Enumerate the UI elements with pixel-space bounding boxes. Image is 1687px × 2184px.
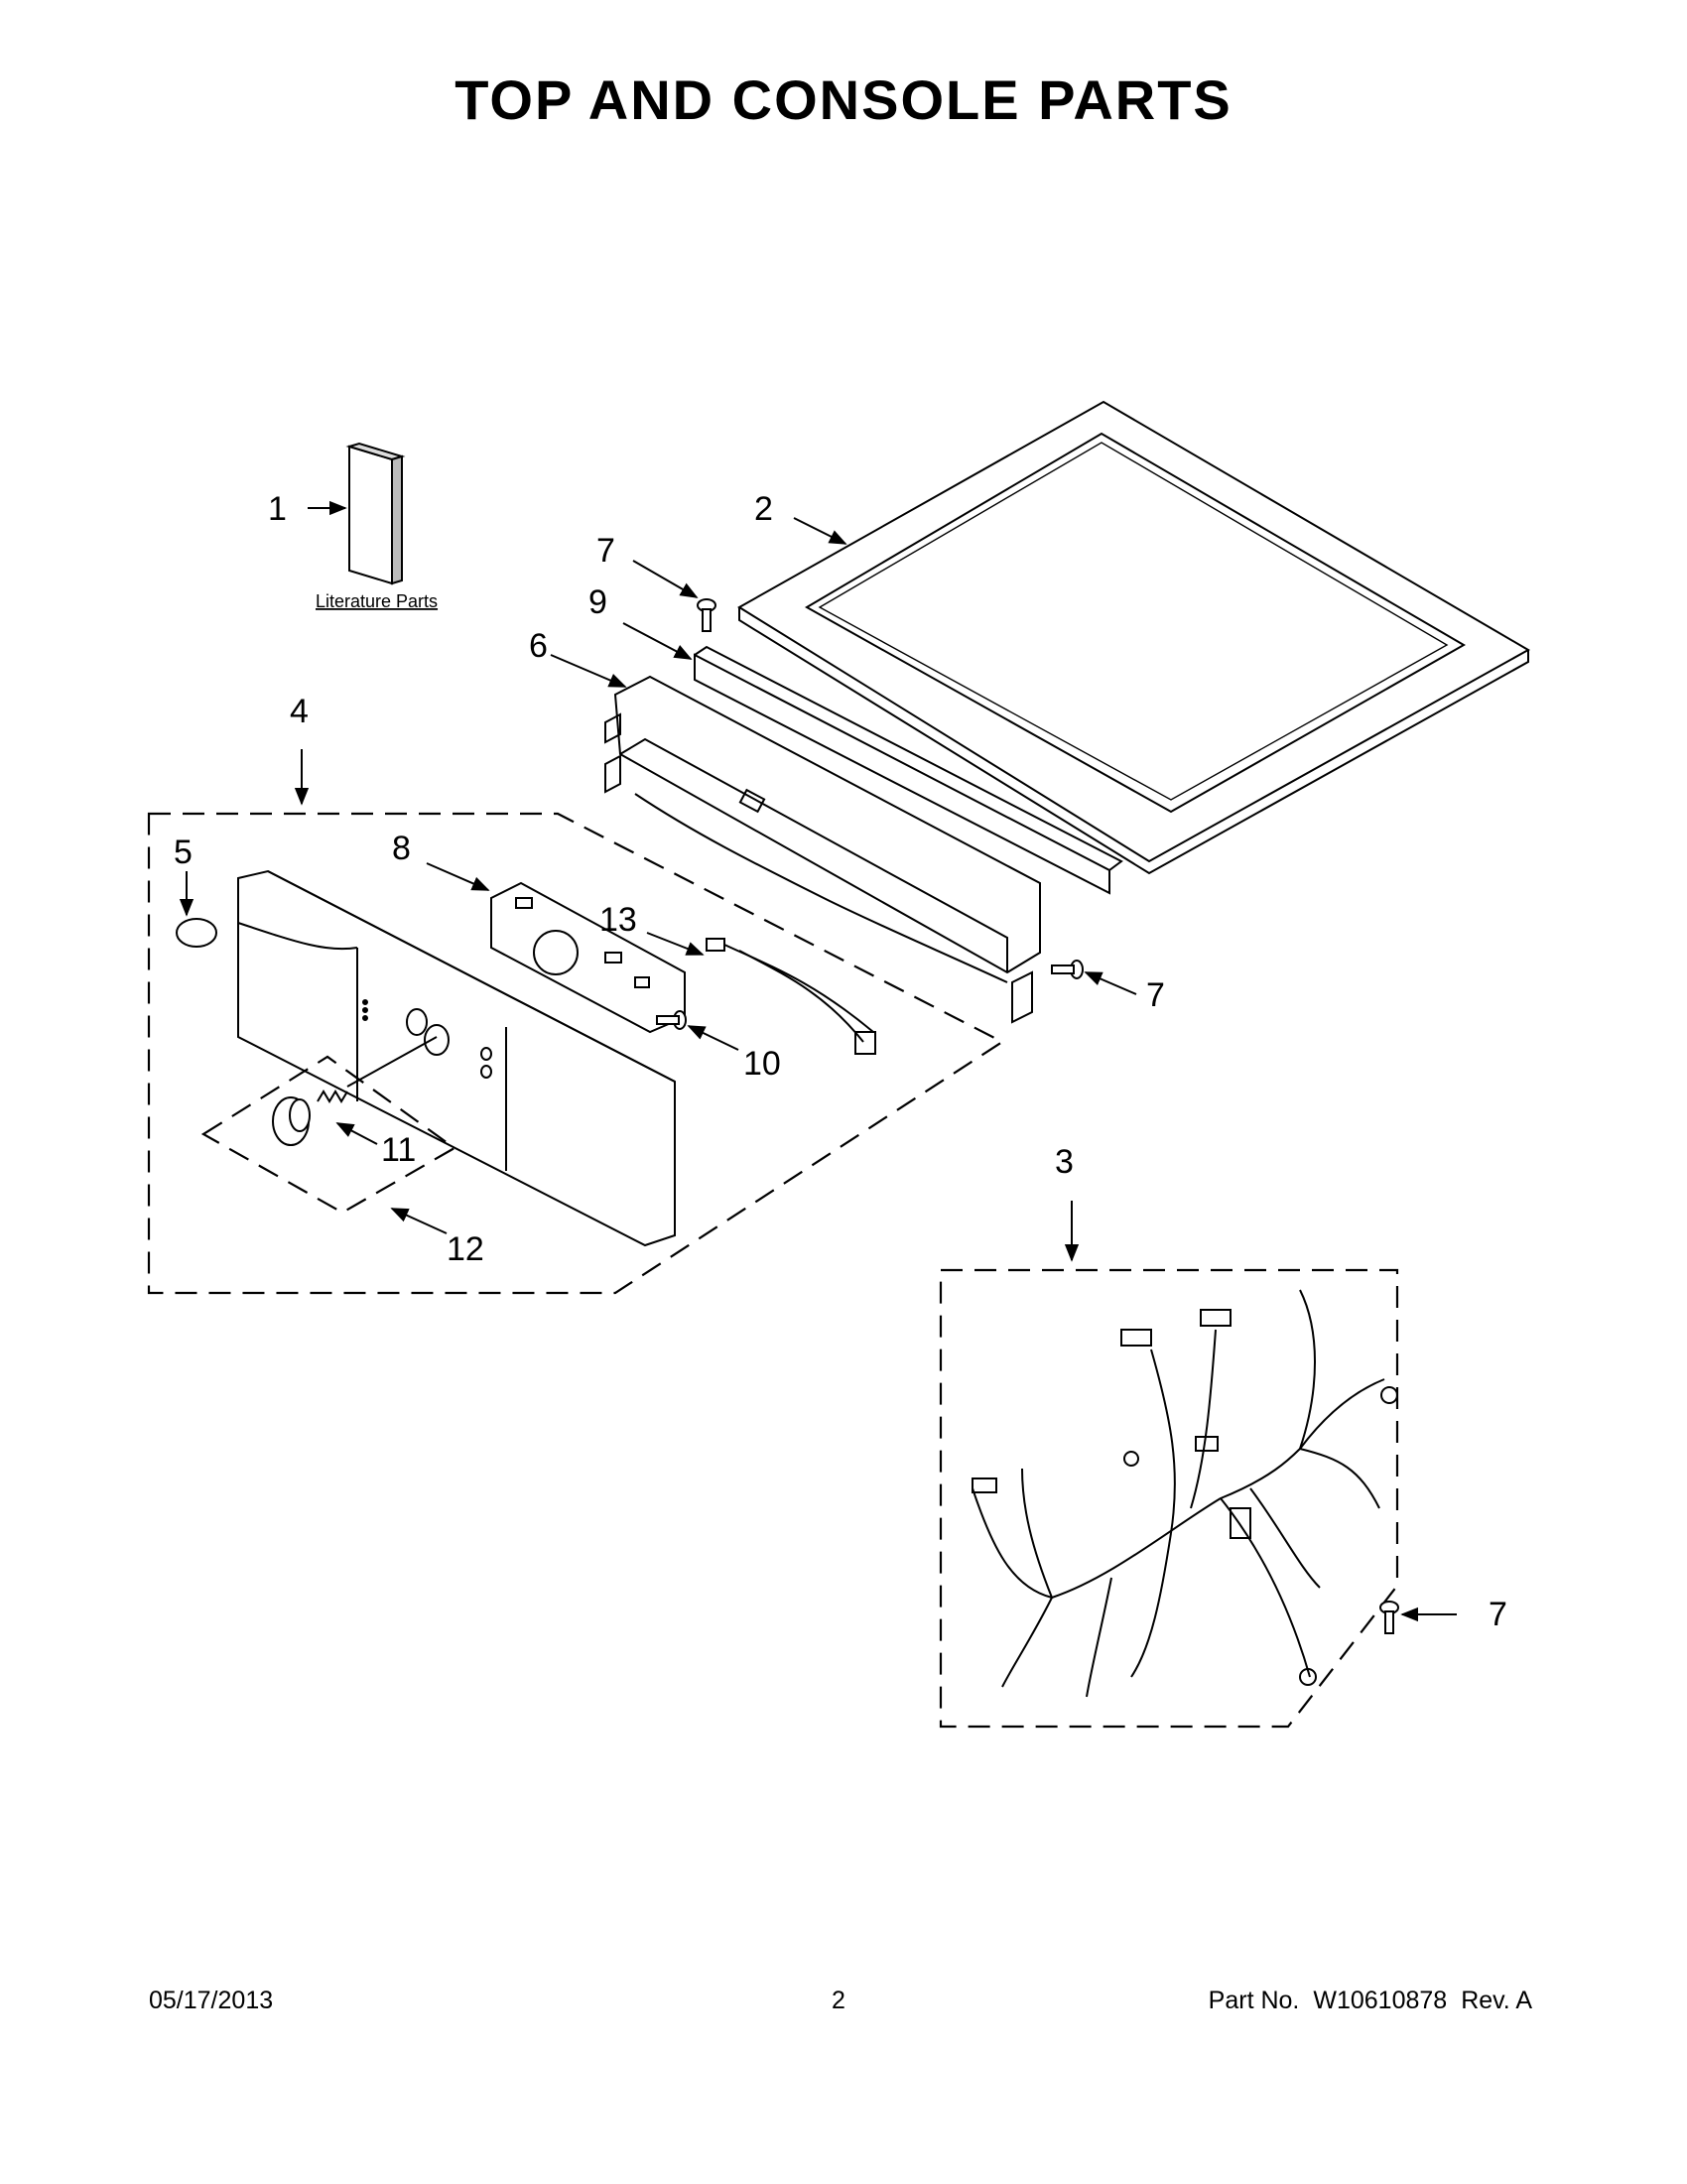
callout-12: 12 bbox=[447, 1230, 484, 1268]
callout-13: 13 bbox=[599, 901, 637, 939]
badge-illustration bbox=[176, 918, 217, 948]
callout-11: 11 bbox=[381, 1131, 416, 1169]
revision: Rev. A bbox=[1461, 1987, 1532, 2014]
callout-9: 9 bbox=[588, 583, 607, 621]
screw-illustration-right bbox=[1051, 960, 1084, 979]
callout-10: 10 bbox=[743, 1045, 781, 1083]
callout-4: 4 bbox=[290, 693, 309, 730]
spring-illustration bbox=[317, 1036, 438, 1103]
main-harness-boundary bbox=[939, 1268, 1399, 1729]
console-assembly-boundary bbox=[147, 812, 1005, 1295]
footer-part-number: Part No. W10610878 Rev. A bbox=[1209, 1987, 1532, 2015]
callout-5: 5 bbox=[174, 834, 193, 871]
callout-3: 3 bbox=[1055, 1143, 1074, 1181]
callout-7-top: 7 bbox=[596, 532, 615, 570]
console-harness-illustration bbox=[706, 938, 876, 1055]
console-panel-illustration bbox=[237, 869, 676, 1247]
screw-illustration-console bbox=[656, 1010, 687, 1030]
callout-8: 8 bbox=[392, 830, 411, 867]
screw-illustration-top bbox=[697, 598, 716, 632]
page-title: TOP AND CONSOLE PARTS bbox=[454, 68, 1233, 131]
screw-illustration-harness bbox=[1379, 1601, 1399, 1634]
leader-arrows bbox=[179, 500, 1457, 1622]
main-harness-illustration bbox=[972, 1289, 1398, 1698]
callout-2: 2 bbox=[754, 490, 773, 528]
literature-parts-illustration bbox=[345, 442, 406, 585]
callout-7-right: 7 bbox=[1146, 976, 1165, 1014]
top-panel-illustration bbox=[737, 400, 1531, 875]
knob-assembly-boundary bbox=[200, 1055, 457, 1215]
part-number: W10610878 bbox=[1313, 1987, 1448, 2014]
footer-page-number: 2 bbox=[832, 1987, 845, 2014]
console-bracket-illustration bbox=[604, 645, 1123, 1024]
part-prefix: Part No. bbox=[1208, 1987, 1300, 2014]
knob-illustration bbox=[272, 1096, 311, 1146]
literature-parts-label: Literature Parts bbox=[316, 591, 438, 611]
callout-1: 1 bbox=[268, 490, 287, 528]
footer-date: 05/17/2013 bbox=[149, 1987, 274, 2014]
callout-7-harness: 7 bbox=[1489, 1596, 1507, 1633]
callout-6: 6 bbox=[529, 627, 548, 665]
